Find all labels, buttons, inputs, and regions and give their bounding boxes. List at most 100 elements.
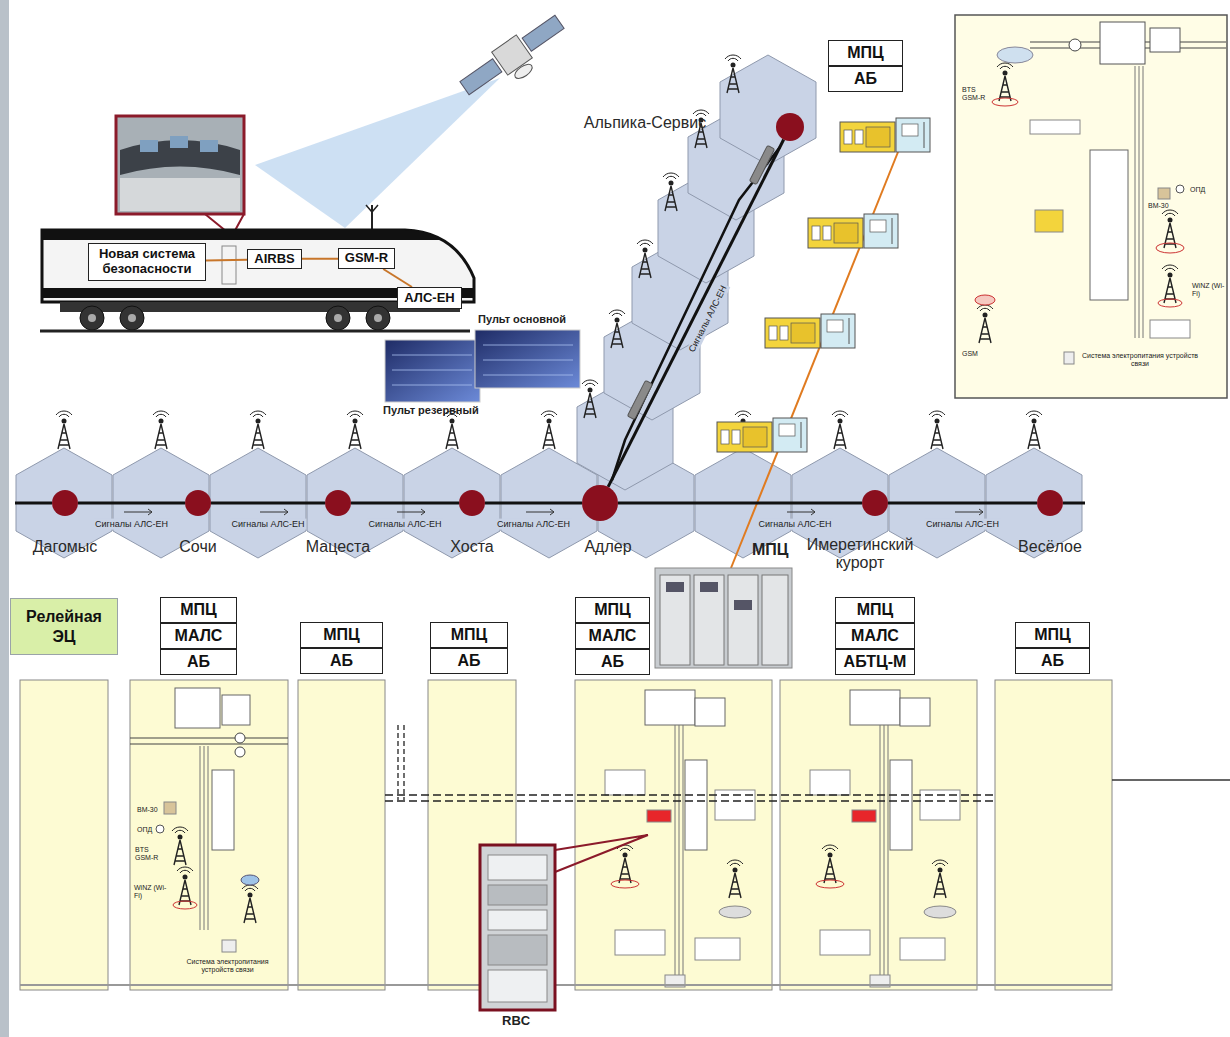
console-photos xyxy=(385,340,480,402)
device-label: Система электропитания устройств связи xyxy=(175,958,280,973)
panel-schematics xyxy=(241,875,259,885)
radio-towers xyxy=(582,380,598,418)
panel-schematics xyxy=(385,795,995,801)
train xyxy=(222,246,236,284)
connector xyxy=(302,258,338,260)
train xyxy=(366,205,378,212)
system-box: АЛС-ЕН xyxy=(397,287,462,309)
train xyxy=(326,306,350,330)
rbc-cabinet xyxy=(488,885,547,905)
station-circle: Мацеста xyxy=(325,490,351,516)
panel-schematics xyxy=(222,695,250,725)
rbc-cabinet xyxy=(480,835,648,1010)
box-text: МАЛС xyxy=(589,627,637,645)
panel-schematics xyxy=(173,901,197,909)
device-label: Система электропитания устройств связи xyxy=(1080,352,1200,367)
box-text: АБ xyxy=(457,652,480,670)
rbc-cabinet xyxy=(488,910,547,930)
station-inset xyxy=(955,15,1227,398)
header-box: МПЦ xyxy=(160,597,237,623)
satellite xyxy=(522,15,564,51)
edge-label: Сигналы АЛС-ЕН xyxy=(756,519,833,530)
box-text: МПЦ xyxy=(594,601,631,619)
station-panels xyxy=(130,680,288,990)
cab-photo xyxy=(200,140,218,152)
satellite-beam xyxy=(255,78,500,228)
train xyxy=(40,205,474,331)
header-box: АБТЦ-М xyxy=(835,649,915,675)
station-inset xyxy=(1162,210,1178,248)
station-inset xyxy=(1162,265,1178,303)
panel-schematics xyxy=(175,688,220,728)
edge-label: Сигналы АЛС-ЕН xyxy=(366,519,443,530)
interlocking-photo xyxy=(700,582,718,592)
station-name: Адлер xyxy=(568,538,648,556)
train xyxy=(128,314,136,322)
edge-label: Сигналы АЛС-ЕН xyxy=(93,519,170,530)
connector xyxy=(383,269,412,287)
box-text: АБ xyxy=(187,653,210,671)
station-name: Сочи xyxy=(158,538,238,556)
box-text: АБ xyxy=(854,70,877,88)
box-text: МПЦ xyxy=(1034,626,1071,644)
panel-schematics xyxy=(200,746,208,930)
train xyxy=(120,306,144,330)
orange-link xyxy=(731,152,898,568)
console-photos xyxy=(385,330,580,402)
panel-schematics xyxy=(212,770,234,850)
interlocking-photo xyxy=(728,575,758,665)
track xyxy=(627,380,652,419)
rbc-cabinet xyxy=(488,935,547,965)
interlocking-photo xyxy=(734,600,752,610)
track xyxy=(15,145,1085,503)
interlocking-photo xyxy=(655,568,792,668)
rbc-cabinet xyxy=(488,970,547,1002)
panel-schematics xyxy=(172,827,188,865)
station-inset xyxy=(1156,243,1184,253)
interlocking-photo xyxy=(694,575,724,665)
box-text: МПЦ xyxy=(180,601,217,619)
satellite xyxy=(460,59,502,95)
signal-arrows xyxy=(124,509,983,515)
system-box: AIRBS xyxy=(247,249,302,269)
interlocking-photo xyxy=(660,575,690,665)
station-inset xyxy=(1150,320,1190,338)
station-inset xyxy=(1030,120,1080,134)
station-inset xyxy=(1176,185,1184,193)
device-label: BTS GSM-R xyxy=(135,846,165,861)
station-panels xyxy=(20,680,108,990)
box-text: МПЦ xyxy=(451,626,488,644)
station-circle: Весёлое xyxy=(1037,490,1063,516)
train xyxy=(40,330,470,333)
train xyxy=(366,306,390,330)
edge-label: Сигналы АЛС-ЕН xyxy=(924,519,1001,530)
system-box: Новая система безопасности xyxy=(88,243,206,281)
radio-towers xyxy=(929,411,945,449)
train xyxy=(334,314,342,322)
equipment-chain xyxy=(765,314,855,348)
slide-edge xyxy=(0,0,9,1037)
panel-schematics xyxy=(235,747,245,757)
station-panels xyxy=(20,680,1112,990)
train xyxy=(371,205,373,230)
station-panels xyxy=(298,680,385,990)
header-box: МПЦ xyxy=(1015,622,1090,648)
track-line xyxy=(351,502,459,505)
console-label: Пульт резервный xyxy=(383,404,479,416)
device-label: ОПД xyxy=(137,826,152,834)
station-circle: Адлер xyxy=(582,485,618,521)
system-label: МПЦ xyxy=(752,541,789,559)
rbc-cabinet xyxy=(488,855,547,880)
edge-label: Сигналы АЛС-ЕН xyxy=(495,519,572,530)
radio-towers xyxy=(609,310,625,348)
box-text: АБ xyxy=(330,652,353,670)
station-name: Хоста xyxy=(432,538,512,556)
signal-arrows xyxy=(526,509,554,515)
header-box: Релейная ЭЦ xyxy=(10,598,118,655)
train xyxy=(80,306,104,330)
header-box: МАЛС xyxy=(160,623,237,649)
radio-towers xyxy=(832,411,848,449)
interlocking-photo xyxy=(762,575,788,665)
cab-photo xyxy=(116,116,244,214)
